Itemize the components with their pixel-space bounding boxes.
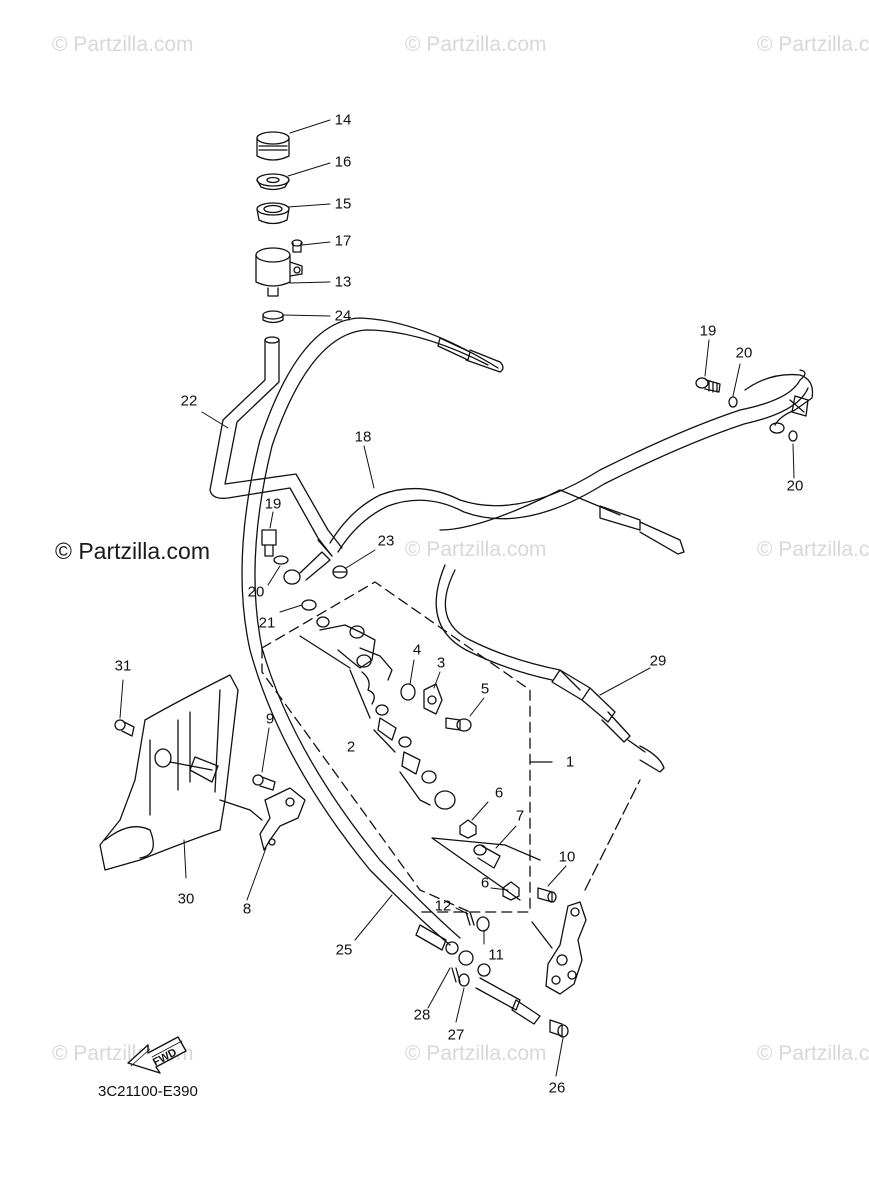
nut-6-lower bbox=[502, 881, 520, 901]
seal-21 bbox=[301, 599, 317, 611]
watermark: © Partzilla.com bbox=[405, 33, 547, 56]
callout-29: 29 bbox=[649, 652, 667, 670]
hose-joint-3 bbox=[423, 683, 443, 715]
callout-27: 27 bbox=[447, 1026, 465, 1044]
callout-20-right-bottom: 20 bbox=[786, 477, 804, 495]
union-bolt-19-left bbox=[261, 529, 277, 557]
cable-25-fittings bbox=[415, 924, 541, 1025]
bolt-31 bbox=[114, 719, 135, 737]
screw-17 bbox=[291, 239, 303, 253]
leader-lines bbox=[119, 119, 795, 1077]
diaphragm-plate bbox=[256, 173, 290, 191]
pin-10 bbox=[537, 887, 557, 903]
union-bolt-19-right bbox=[695, 377, 721, 393]
callout-6-upper: 6 bbox=[494, 784, 504, 802]
watermark: © Partzilla.com bbox=[405, 538, 547, 561]
callout-12: 12 bbox=[434, 897, 452, 915]
callout-4: 4 bbox=[412, 641, 422, 659]
callout-15: 15 bbox=[334, 195, 352, 213]
assembly-boundary-1 bbox=[261, 581, 531, 913]
callout-28: 28 bbox=[413, 1006, 431, 1024]
nut-6-upper bbox=[459, 819, 477, 839]
cotter-pin-12 bbox=[465, 911, 475, 926]
cable-end-top bbox=[437, 337, 504, 373]
washer-20-right-b bbox=[788, 430, 798, 442]
callout-21: 21 bbox=[258, 614, 276, 632]
callout-20-left: 20 bbox=[247, 583, 265, 601]
reservoir-cap bbox=[256, 131, 290, 161]
watermark-primary: © Partzilla.com bbox=[55, 538, 210, 564]
hose-clip bbox=[262, 310, 284, 324]
watermark: © Partzilla.com bbox=[52, 33, 194, 56]
callout-9: 9 bbox=[265, 710, 275, 728]
callout-7: 7 bbox=[515, 807, 525, 825]
callout-16: 16 bbox=[334, 153, 352, 171]
callout-26: 26 bbox=[548, 1079, 566, 1097]
diaphragm bbox=[256, 202, 290, 225]
callout-17: 17 bbox=[334, 232, 352, 250]
callout-13: 13 bbox=[334, 273, 352, 291]
brake-cable-29 bbox=[444, 569, 581, 691]
callout-11: 11 bbox=[488, 946, 504, 964]
banjo-fitting-right bbox=[744, 373, 814, 434]
push-rod-7 bbox=[473, 844, 501, 869]
watermark: © Partzilla.com bbox=[757, 538, 869, 561]
callout-2: 2 bbox=[346, 738, 356, 756]
heel-guard-30 bbox=[99, 674, 263, 871]
cable-29-end bbox=[551, 669, 665, 773]
callout-19-right: 19 bbox=[699, 322, 717, 340]
pin-26 bbox=[549, 1019, 569, 1038]
callout-22: 22 bbox=[180, 392, 198, 410]
reservoir-tank bbox=[255, 247, 303, 297]
callout-6-lower: 6 bbox=[480, 874, 490, 892]
watermark: © Partzilla.com bbox=[757, 1042, 869, 1065]
callout-23: 23 bbox=[377, 532, 395, 550]
callout-24: 24 bbox=[334, 307, 352, 325]
washer-20-right-a bbox=[728, 396, 738, 408]
callout-10: 10 bbox=[558, 848, 576, 866]
washer-27 bbox=[458, 973, 470, 987]
screw-5 bbox=[445, 717, 472, 732]
callout-30: 30 bbox=[177, 890, 195, 908]
callout-18: 18 bbox=[354, 428, 372, 446]
brake-hose-18 bbox=[329, 369, 806, 544]
brake-cable-25 bbox=[241, 317, 499, 946]
fwd-arrow-icon: FWD bbox=[127, 1036, 187, 1074]
callout-14: 14 bbox=[334, 111, 352, 129]
watermark: © Partzilla.com bbox=[757, 33, 869, 56]
banjo-fitting-left bbox=[283, 539, 333, 585]
cable-right-middle bbox=[439, 489, 621, 531]
o-ring-4 bbox=[400, 683, 416, 701]
brake-pedal-arm bbox=[545, 901, 587, 995]
callout-25: 25 bbox=[335, 941, 353, 959]
washer-20-left bbox=[273, 555, 289, 565]
callout-8: 8 bbox=[242, 900, 252, 918]
master-cylinder-body bbox=[316, 616, 393, 681]
callout-31: 31 bbox=[114, 657, 132, 675]
callout-3: 3 bbox=[436, 654, 446, 672]
piston-kit-2 bbox=[299, 635, 456, 810]
callout-19-left: 19 bbox=[264, 495, 282, 513]
callout-1: 1 bbox=[565, 753, 575, 771]
callout-20-right-top: 20 bbox=[735, 344, 753, 362]
callout-5: 5 bbox=[480, 680, 490, 698]
bolt-9 bbox=[252, 774, 276, 791]
diagram-code: 3C21100-E390 bbox=[98, 1083, 198, 1100]
washer-23 bbox=[332, 565, 348, 579]
washer-11 bbox=[476, 916, 490, 932]
bracket-8 bbox=[259, 787, 306, 851]
watermark: © Partzilla.com bbox=[405, 1042, 547, 1065]
